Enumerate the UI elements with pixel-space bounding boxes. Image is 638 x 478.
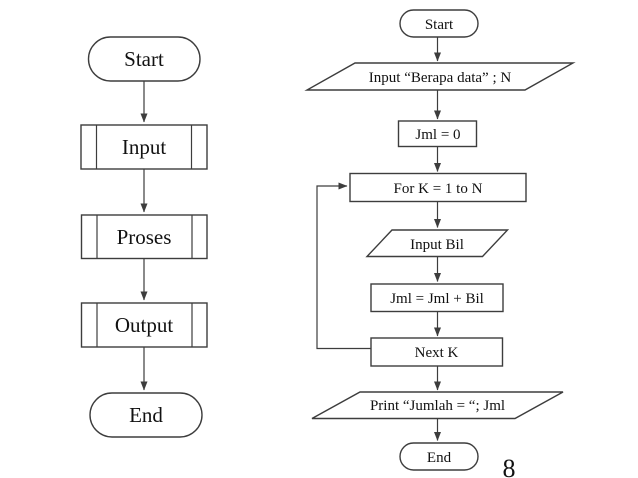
process-input-label: Input — [122, 135, 166, 159]
io-print-jumlah-shape — [311, 391, 564, 420]
io-input-bil-shape — [365, 229, 510, 258]
process-next-k-shape — [370, 337, 504, 367]
terminator-start-label: Start — [124, 47, 164, 71]
terminator-start-shape — [399, 9, 479, 38]
right-flowchart: Start Input “Berapa data” ; N Jml = 0 Fo… — [304, 9, 576, 471]
process-for-loop-label: For K = 1 to N — [394, 181, 483, 197]
io-input-n-shape — [304, 62, 576, 91]
left-flowchart: Start Input Proses Output End — [80, 36, 208, 438]
process-output-label: Output — [115, 313, 174, 337]
process-proses-shape — [80, 214, 208, 260]
loop-back-arrow — [316, 182, 371, 350]
process-next-k-label: Next K — [415, 345, 459, 361]
terminator-start-label: Start — [425, 17, 454, 33]
process-accumulate-shape — [370, 283, 504, 313]
process-proses-label: Proses — [117, 225, 172, 249]
terminator-end-label: End — [129, 403, 163, 427]
io-print-jumlah-label: Print “Jumlah = “; Jml — [370, 398, 505, 414]
terminator-end-shape — [89, 392, 203, 438]
process-for-loop-shape — [349, 172, 527, 203]
process-init-jml-label: Jml = 0 — [415, 127, 460, 143]
slide-number: 8 — [503, 454, 516, 478]
io-input-n-label: Input “Berapa data” ; N — [369, 70, 512, 86]
terminator-end-shape — [399, 442, 479, 471]
terminator-end-label: End — [427, 450, 452, 466]
io-input-bil-label: Input Bil — [410, 237, 464, 253]
process-accumulate-label: Jml = Jml + Bil — [390, 291, 484, 307]
process-input-shape — [80, 124, 208, 170]
